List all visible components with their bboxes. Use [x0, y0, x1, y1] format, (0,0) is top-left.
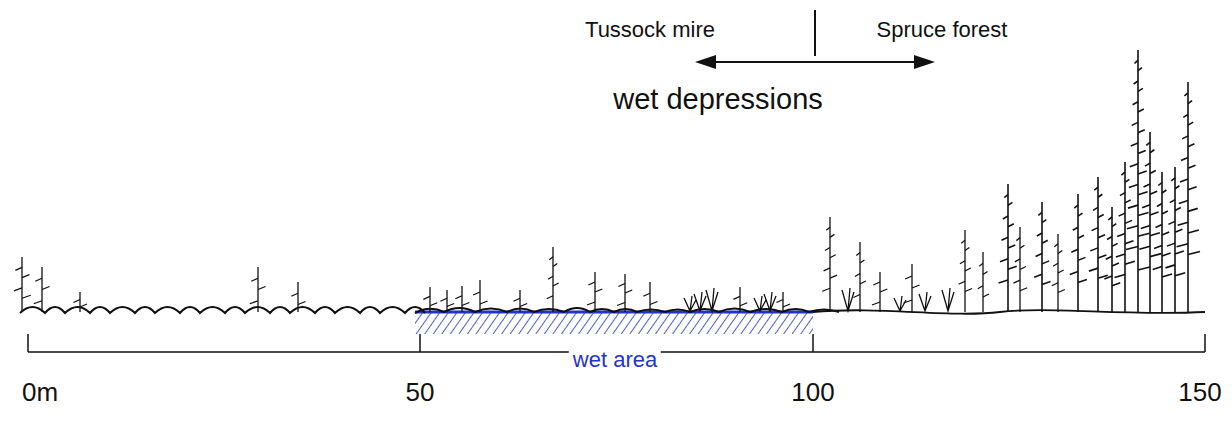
zone-label: Tussock mire	[585, 18, 715, 42]
spruce-tree	[473, 280, 487, 312]
spruce-tree	[455, 286, 469, 312]
hummock-line	[20, 307, 425, 313]
spruce-tree	[14, 257, 31, 312]
spruce-tree	[643, 282, 657, 312]
forest-floor	[813, 310, 1205, 314]
spruce-tree	[777, 292, 791, 312]
spruce-tree	[978, 252, 989, 312]
spruce-tree	[34, 267, 50, 312]
scale-number: 150	[1178, 378, 1221, 407]
spruce-tree	[1177, 82, 1200, 312]
spruce-tree	[822, 217, 837, 312]
area-label: wet area	[569, 348, 661, 372]
spruce-tree	[1115, 162, 1135, 312]
zone-label: Spruce forest	[877, 18, 1008, 42]
spruce-tree	[999, 184, 1017, 312]
spruce-tree	[1138, 132, 1161, 312]
spruce-tree	[440, 290, 454, 312]
spruce-tree	[854, 242, 866, 312]
grass-tussock	[842, 288, 854, 311]
spruce-tree	[1165, 167, 1185, 312]
spruce-tree	[1013, 227, 1027, 312]
grass-tussock	[764, 292, 776, 311]
spruce-tree	[1070, 194, 1087, 312]
spruce-tree	[959, 230, 973, 312]
grass-tussock	[919, 292, 931, 311]
spruce-tree	[291, 282, 305, 312]
spruce-tree	[513, 290, 527, 312]
grass-tussock	[706, 288, 718, 311]
scale-number: 0m	[22, 378, 58, 407]
zone-heading: wet depressions	[613, 84, 823, 116]
spruce-tree	[1153, 172, 1172, 312]
spruce-tree	[74, 292, 88, 312]
spruce-tree	[1126, 50, 1150, 312]
spruce-tree	[733, 287, 747, 312]
grass-tussock	[684, 296, 696, 311]
spruce-tree	[1089, 177, 1108, 312]
spruce-tree	[1104, 207, 1120, 312]
hummock-line	[415, 308, 839, 313]
grass-tussock	[694, 292, 706, 311]
grass-tussock	[942, 288, 954, 311]
spruce-tree	[547, 247, 559, 312]
ground-profile	[20, 307, 1205, 314]
spruce-tree	[423, 287, 437, 312]
vegetation	[14, 50, 1200, 312]
spruce-tree	[587, 272, 602, 312]
spruce-tree	[617, 274, 632, 312]
grass-tussock	[894, 296, 906, 311]
spruce-tree	[872, 272, 887, 312]
spruce-tree	[904, 264, 920, 312]
spruce-tree	[250, 267, 266, 312]
spruce-tree	[1052, 234, 1065, 312]
grass-tussock	[754, 296, 766, 311]
spruce-tree	[1034, 202, 1050, 312]
scale-number: 100	[791, 378, 834, 407]
wet-hatch	[415, 312, 813, 334]
scale-number: 50	[406, 378, 435, 407]
